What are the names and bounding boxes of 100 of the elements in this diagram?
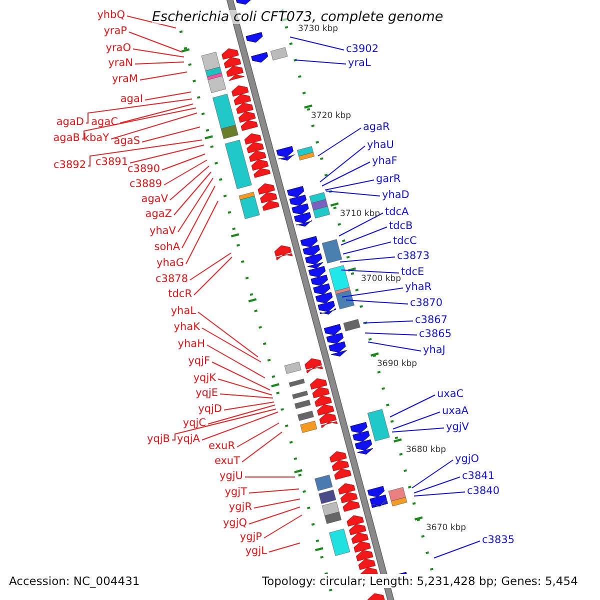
leader-line: [412, 460, 454, 488]
leader-line: [88, 140, 202, 166]
gene-label: agaI: [120, 93, 143, 106]
gene-label: yraL: [348, 57, 371, 70]
leader-line: [322, 162, 370, 186]
scale-label: 3680 kbp: [406, 445, 446, 455]
gene-label: ygjR: [228, 501, 252, 514]
gene-label: exuT: [214, 455, 240, 468]
leader-line: [190, 252, 232, 280]
gene-label: c3892: [54, 159, 86, 172]
leader-line: [254, 498, 300, 508]
leader-line: [86, 98, 192, 124]
leader-line: [132, 48, 184, 58]
gene-label: c3891: [96, 156, 128, 169]
gene-label: ygjU: [220, 470, 243, 483]
leader-line: [248, 506, 300, 524]
gene-label: c3867: [415, 314, 448, 327]
scale-label: 3670 kbp: [426, 523, 466, 533]
gene-label: ygjV: [446, 421, 469, 434]
gene-label: uxaC: [437, 388, 464, 401]
gene-label: yhbQ: [97, 9, 125, 22]
gene-label: garR: [376, 173, 401, 186]
leader-line: [206, 344, 266, 378]
gene-label: yhaF: [372, 155, 398, 168]
gene-label: yqjC: [182, 417, 206, 430]
gene-label: agaV: [141, 193, 168, 206]
leader-line: [362, 320, 414, 324]
leader-line: [218, 378, 272, 396]
gene-label: ygjT: [224, 486, 247, 499]
gene-label: yhaJ: [423, 344, 446, 357]
gene-label: yqjB: [147, 433, 170, 446]
scale-label: 3710 kbp: [340, 209, 380, 219]
leader-line: [162, 154, 206, 170]
gene-label: ygjQ: [222, 517, 247, 530]
gene-label: c3870: [410, 297, 442, 310]
gene-label: c3878: [156, 273, 188, 286]
leader-line: [182, 186, 216, 248]
leader-line: [268, 542, 300, 552]
gene-label: agaC: [91, 116, 118, 129]
leader-line: [130, 144, 204, 164]
gene-label: agaZ: [145, 208, 172, 221]
title: Escherichia coli CFT073, complete genome: [152, 10, 444, 24]
gene-label: yqjD: [198, 403, 222, 416]
gene-label: ygjP: [240, 531, 262, 544]
gene-label: agaR: [363, 121, 390, 134]
leader-line: [172, 408, 276, 440]
gene-label: yraO: [106, 42, 131, 55]
leader-line: [186, 200, 218, 264]
scale-label: 3720 kbp: [311, 111, 352, 121]
leader-line: [164, 160, 208, 186]
scale-label: 3690 kbp: [377, 359, 418, 369]
gene-label: c3840: [467, 485, 500, 498]
leader-line: [414, 492, 466, 496]
leader-line: [144, 92, 192, 100]
leader-line: [170, 166, 210, 200]
gene-label: uxaA: [442, 405, 468, 418]
gene-label: yqjF: [188, 355, 210, 368]
leader-line: [290, 36, 344, 50]
gene-label: yhaR: [405, 281, 432, 294]
gene-label: sohA: [154, 241, 180, 254]
gene-label: c3835: [482, 534, 514, 547]
leader-line: [244, 476, 296, 478]
gene-label: yqjE: [196, 387, 218, 400]
leader-line: [242, 432, 282, 462]
leader-line: [294, 60, 346, 64]
gene-label: kbaY: [83, 132, 109, 145]
gene-label: yraP: [104, 25, 127, 38]
leader-line: [264, 514, 302, 538]
gene-label: tdcE: [401, 266, 424, 279]
scale-label: 3700 kbp: [361, 274, 402, 284]
gene-label: c3865: [419, 328, 452, 341]
leader-line: [414, 476, 460, 494]
gene-label: yhaK: [174, 321, 200, 334]
leader-line: [340, 270, 400, 274]
leader-line: [324, 180, 374, 190]
gene-label: yhaU: [367, 139, 394, 152]
leader-line: [174, 172, 212, 216]
leader-line: [236, 422, 280, 448]
leader-line: [142, 126, 200, 142]
gene-label: c3889: [130, 178, 162, 191]
leader-line: [220, 394, 274, 398]
leader-line: [202, 412, 278, 440]
gene-label: ygjL: [245, 545, 267, 558]
gene-label: yraN: [108, 57, 133, 70]
leader-line: [140, 72, 188, 80]
leader-line: [338, 212, 384, 236]
leader-line: [320, 146, 366, 182]
gene-label: c3841: [462, 470, 494, 483]
leader-line: [178, 178, 214, 232]
gene-label: yhaD: [382, 189, 410, 202]
leader-line: [212, 362, 270, 390]
leader-line: [392, 428, 444, 432]
leader-line: [248, 488, 300, 494]
scale-label: 3730 kbp: [298, 24, 338, 34]
leader-line: [134, 62, 184, 64]
gene-label: agaB: [53, 132, 80, 145]
gene-label: yhaV: [150, 225, 176, 238]
gene-label: yraM: [112, 73, 138, 86]
leader-line: [346, 300, 408, 304]
leader-line: [128, 32, 182, 52]
